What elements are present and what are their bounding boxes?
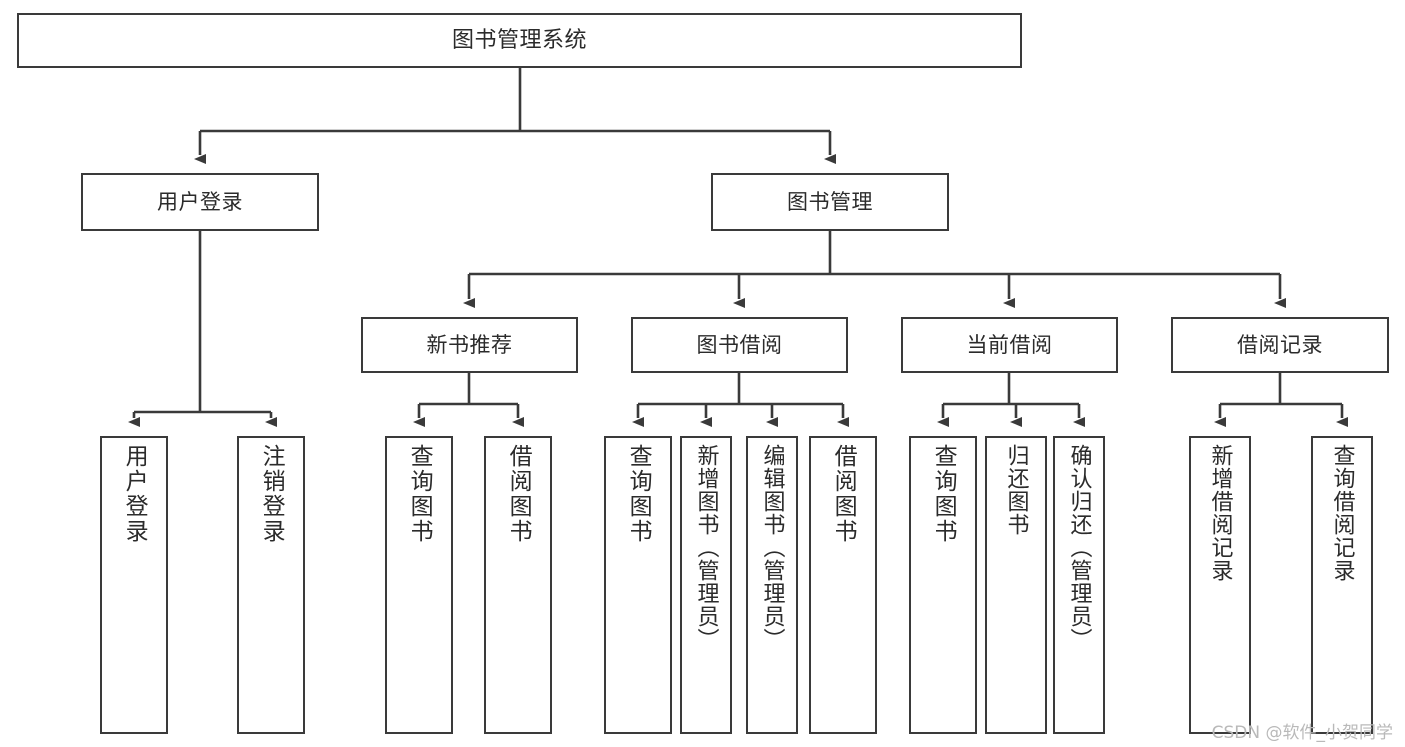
node-label-root: 图书管理系统 [451, 27, 587, 53]
csdn-watermark: CSDN @软件_小贺同学 [1211, 723, 1393, 743]
node-label-leaf-query-books-current: 查询图书 [930, 444, 957, 544]
node-leaf-add-borrow-record[interactable]: 新增借阅记录 [1189, 436, 1251, 734]
node-label-leaf-add-book-admin: 新增图书（管理员） [693, 444, 719, 651]
node-label-leaf-query-books-borrow: 查询图书 [625, 444, 652, 544]
node-leaf-query-borrow-record[interactable]: 查询借阅记录 [1311, 436, 1373, 734]
node-book-management[interactable]: 图书管理 [711, 173, 949, 231]
node-label-leaf-borrow-books-new: 借阅图书 [505, 444, 532, 544]
node-label-book-borrow: 图书借阅 [696, 332, 783, 357]
node-label-book-management: 图书管理 [787, 189, 873, 214]
node-root-system[interactable]: 图书管理系统 [17, 13, 1022, 68]
node-leaf-lend-books[interactable]: 借阅图书 [809, 436, 877, 734]
node-label-borrow-records: 借阅记录 [1237, 332, 1323, 357]
node-leaf-query-books-new[interactable]: 查询图书 [385, 436, 453, 734]
node-label-user-login: 用户登录 [157, 189, 243, 214]
node-leaf-return-books[interactable]: 归还图书 [985, 436, 1047, 734]
node-label-current-borrow: 当前借阅 [966, 332, 1053, 357]
node-label-leaf-query-borrow-record: 查询借阅记录 [1329, 444, 1355, 582]
node-leaf-user-login[interactable]: 用户登录 [100, 436, 168, 734]
node-label-leaf-user-login: 用户登录 [121, 444, 148, 544]
node-label-new-book-recommend: 新书推荐 [426, 332, 513, 357]
node-user-login[interactable]: 用户登录 [81, 173, 319, 231]
node-leaf-query-books-borrow[interactable]: 查询图书 [604, 436, 672, 734]
node-leaf-confirm-return-admin[interactable]: 确认归还（管理员） [1053, 436, 1105, 734]
node-label-leaf-confirm-return-admin: 确认归还（管理员） [1066, 444, 1092, 651]
node-leaf-borrow-books-new[interactable]: 借阅图书 [484, 436, 552, 734]
node-leaf-logout[interactable]: 注销登录 [237, 436, 305, 734]
node-label-leaf-logout: 注销登录 [258, 444, 285, 544]
node-new-book-recommend[interactable]: 新书推荐 [361, 317, 578, 373]
node-label-leaf-add-borrow-record: 新增借阅记录 [1207, 444, 1233, 582]
node-label-leaf-query-books-new: 查询图书 [406, 444, 433, 544]
node-borrow-records[interactable]: 借阅记录 [1171, 317, 1389, 373]
node-label-leaf-edit-book-admin: 编辑图书（管理员） [759, 444, 785, 651]
node-leaf-add-book-admin[interactable]: 新增图书（管理员） [680, 436, 732, 734]
node-leaf-edit-book-admin[interactable]: 编辑图书（管理员） [746, 436, 798, 734]
node-label-leaf-lend-books: 借阅图书 [830, 444, 857, 544]
node-label-leaf-return-books: 归还图书 [1003, 444, 1029, 536]
node-current-borrow[interactable]: 当前借阅 [901, 317, 1118, 373]
node-book-borrow[interactable]: 图书借阅 [631, 317, 848, 373]
node-leaf-query-books-current[interactable]: 查询图书 [909, 436, 977, 734]
